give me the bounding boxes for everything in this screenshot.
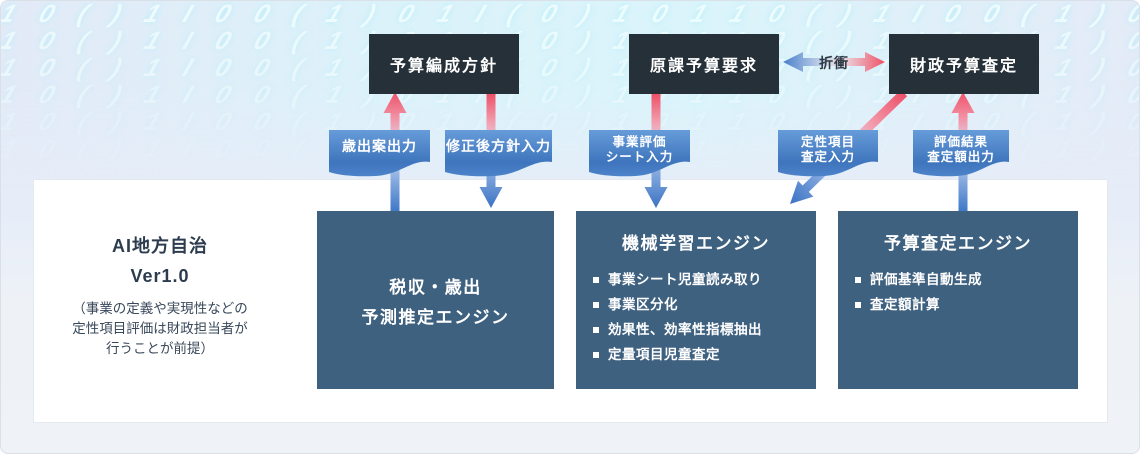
io-label-text: 評価結果 査定額出力 [927, 135, 995, 164]
bullet-square-icon [593, 326, 599, 333]
engine-feature-list: 評価基準自動生成 査定額計算 [838, 267, 1078, 317]
io-label-qualitative-assessment-input: 定性項目 査定入力 [778, 130, 878, 178]
feature-item: 定量項目児童査定 [593, 342, 816, 367]
process-box-financial-budget-assessment: 財政予算査定 [889, 34, 1039, 94]
feature-text: 効果性、効率性指標抽出 [608, 322, 762, 337]
io-label-evaluation-sheet-input: 事業評価 シート入力 [589, 130, 690, 178]
process-box-budget-policy: 予算編成方針 [369, 34, 519, 94]
feature-item: 効果性、効率性指標抽出 [593, 317, 816, 342]
io-label-evaluation-result-output: 評価結果 査定額出力 [913, 130, 1009, 178]
engine-box-machine-learning: 機械学習エンジン 事業シート児童読み取り 事業区分化 効果性、効率性指標抽出 定… [576, 211, 816, 389]
engine-title: 予算査定エンジン [884, 234, 1032, 253]
engine-title: 税収・歳出 予測推定エンジン [361, 278, 510, 327]
io-label-text: 歳出案出力 [342, 138, 417, 154]
process-box-label: 予算編成方針 [389, 58, 498, 75]
binary-pattern-row: 1 0 ( ) 1 I 0 0 ( 1 ) 0 1 I ( 0 ) 1 0 1 … [1, 1, 1139, 28]
process-box-label: 財政予算査定 [909, 58, 1018, 75]
feature-text: 評価基準自動生成 [870, 272, 982, 287]
engine-feature-list: 事業シート児童読み取り 事業区分化 効果性、効率性指標抽出 定量項目児童査定 [576, 267, 816, 367]
product-version: Ver1.0 [130, 266, 190, 286]
feature-text: 事業区分化 [608, 297, 678, 312]
io-label-text: 修正後方針入力 [446, 138, 551, 154]
feature-text: 査定額計算 [870, 297, 940, 312]
bullet-square-icon [855, 276, 861, 283]
process-box-department-budget-request: 原課予算要求 [629, 34, 779, 94]
engine-box-tax-revenue-forecast: 税収・歳出 予測推定エンジン [317, 211, 554, 389]
feature-item: 事業区分化 [593, 292, 816, 317]
product-block: AI地方自治 Ver1.0 （事業の定義や実現性などの 定性項目評価は財政担当者… [53, 231, 267, 359]
io-label-expenditure-output: 歳出案出力 [329, 130, 430, 178]
feature-item: 評価基準自動生成 [855, 267, 1078, 292]
product-title: AI地方自治 [112, 236, 208, 256]
feature-text: 定量項目児童査定 [608, 347, 720, 362]
product-note: （事業の定義や実現性などの 定性項目評価は財政担当者が 行うことが前提） [72, 301, 248, 356]
bullet-square-icon [855, 301, 861, 308]
feature-item: 査定額計算 [855, 292, 1078, 317]
io-label-text: 定性項目 査定入力 [800, 135, 855, 164]
bullet-square-icon [593, 351, 599, 358]
bullet-square-icon [593, 301, 599, 308]
io-label-revised-policy-input: 修正後方針入力 [445, 130, 552, 178]
feature-item: 事業シート児童読み取り [593, 267, 816, 292]
negotiation-label: 折衝 [819, 55, 849, 71]
feature-text: 事業シート児童読み取り [608, 272, 762, 287]
engine-box-budget-assessment: 予算査定エンジン 評価基準自動生成 査定額計算 [838, 211, 1078, 389]
engine-title: 機械学習エンジン [622, 234, 770, 253]
io-label-text: 事業評価 シート入力 [605, 135, 674, 164]
bullet-square-icon [593, 276, 599, 283]
process-box-label: 原課予算要求 [649, 58, 758, 75]
